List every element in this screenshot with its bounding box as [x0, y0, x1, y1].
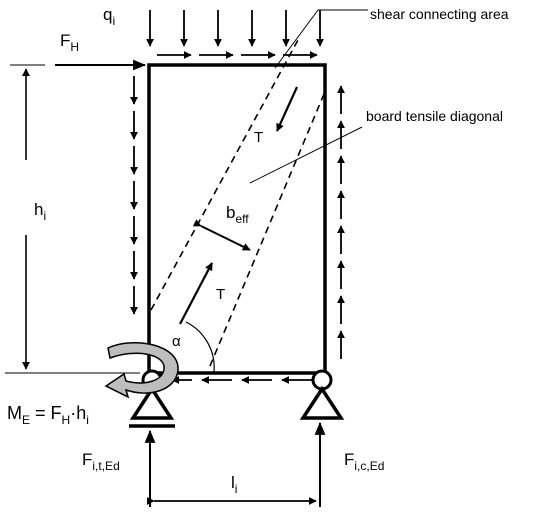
tension-arrow-top [275, 86, 299, 132]
tension-arrow-bottom [179, 262, 213, 325]
tension-label-bottom: T [216, 286, 225, 303]
compression-reaction-label: Fi,c,Ed [344, 450, 384, 473]
tension-reaction-label: Fi,t,Ed [82, 450, 120, 473]
horizontal-force-label: FH [60, 31, 79, 54]
right-support [299, 369, 345, 420]
shear-area-leader-line [274, 9, 319, 69]
angle-arc [185, 321, 215, 373]
tension-label-top: T [254, 129, 263, 146]
board-tensile-diagonal-label: board tensile diagonal [366, 108, 503, 124]
wall-panel [147, 63, 327, 375]
overturning-moment-arrow [104, 342, 179, 399]
effective-width-label: beff [226, 203, 249, 226]
height-label: hi [34, 200, 46, 223]
diagonal-leader-line [249, 126, 363, 184]
distributed-load-label: qi [103, 5, 115, 28]
length-label: li [231, 473, 237, 496]
effective-width-arrow [192, 219, 251, 251]
shear-connecting-area-label: shear connecting area [370, 6, 509, 22]
diagonal-dashed-line-right [209, 93, 325, 367]
diagonal-dashed-line-left [150, 39, 299, 311]
moment-equation-label: ME = FH·hi [7, 403, 89, 427]
distributed-load-arrows [146, 10, 324, 47]
angle-label: α [172, 333, 181, 350]
